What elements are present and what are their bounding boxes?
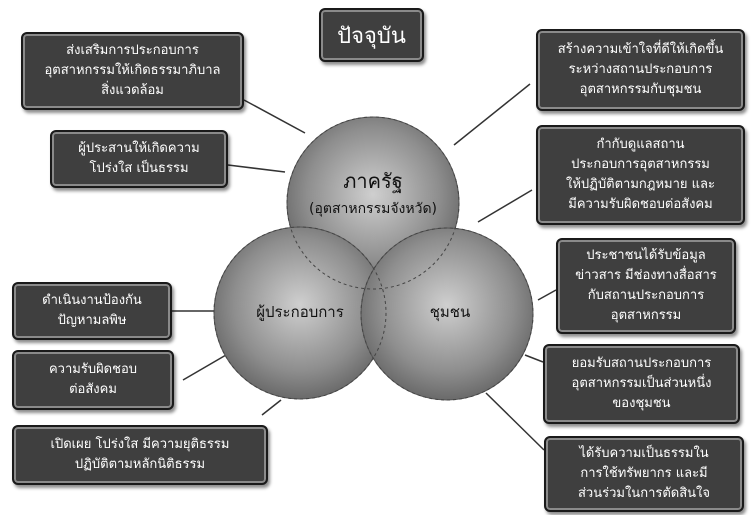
title-box: ปัจจุบัน: [319, 8, 424, 62]
box-line: อุตสาหกรรมเป็นส่วนหนึ่ง: [571, 376, 712, 391]
connector-line: [524, 354, 544, 363]
box-line: ประกอบการอุตสาหกรรม: [571, 157, 710, 172]
right-box-fairness: ได้รับความเป็นธรรมใน การใช้ทรัพยากร และม…: [544, 436, 744, 512]
box-line: กำกับดูแลสถาน: [596, 137, 685, 152]
box-line: ดำเนินงานป้องกัน: [42, 293, 142, 308]
right-box-information: ประชาชนได้รับข้อมูล ข่าวสาร มีช่องทางสื่…: [556, 238, 736, 334]
left-box-transparency: เปิดเผย โปร่งใส มีความยุติธรรม ปฏิบัติตา…: [12, 425, 268, 485]
community-title: ชุมชน: [429, 303, 471, 321]
connector-line: [261, 399, 282, 416]
operator-title: ผู้ประกอบการ: [256, 303, 344, 321]
government-label: ภาครัฐ (อุตสาหกรรมจังหวัด): [293, 168, 453, 220]
box-line: ให้ปฏิบัติตามกฎหมาย และ: [565, 177, 716, 192]
left-box-coordinator: ผู้ประสานให้เกิดความ โปร่งใส เป็นธรรม: [50, 130, 228, 188]
box-line: อุตสาหกรรมให้เกิดธรรมาภิบาล: [44, 63, 221, 78]
box-line: ส่วนร่วมในการตัดสินใจ: [577, 486, 711, 501]
right-box-acceptance: ยอมรับสถานประกอบการ อุตสาหกรรมเป็นส่วนหน…: [543, 344, 740, 424]
box-line: ผู้ประสานให้เกิดความ: [78, 141, 200, 156]
box-line: ได้รับความเป็นธรรมใน: [579, 446, 709, 461]
box-line: ข่าวสาร มีช่องทางสื่อสาร: [575, 268, 717, 283]
box-line: กับสถานประกอบการ: [587, 288, 705, 303]
operator-label: ผู้ประกอบการ: [235, 300, 365, 324]
box-line: ของชุมชน: [612, 396, 671, 411]
box-line: การใช้ทรัพยากร และมี: [580, 466, 708, 481]
left-box-promote: ส่งเสริมการประกอบการ อุตสาหกรรมให้เกิดธร…: [21, 32, 244, 110]
connector-lines: [172, 83, 557, 451]
box-line: ระหว่างสถานประกอบการ: [568, 62, 713, 77]
box-line: ยอมรับสถานประกอบการ: [571, 356, 712, 371]
box-line: เปิดเผย โปร่งใส มีความยุติธรรม: [50, 437, 230, 452]
government-title: ภาครัฐ: [343, 169, 403, 193]
left-box-responsibility: ความรับผิดชอบ ต่อสังคม: [12, 350, 174, 410]
box-line: ปัญหามลพิษ: [57, 313, 127, 328]
box-line: สิ่งแวดล้อม: [101, 83, 164, 98]
overlap-outlines: [213, 116, 534, 401]
right-box-supervise: กำกับดูแลสถาน ประกอบการอุตสาหกรรม ให้ปฏิ…: [536, 125, 745, 225]
box-line: ความรับผิดชอบ: [48, 362, 138, 377]
box-line: ปฏิบัติตามหลักนิติธรรม: [74, 457, 206, 472]
connector-line: [227, 164, 286, 173]
connector-line: [485, 392, 545, 451]
box-line: อุตสาหกรรมกับชุมชน: [579, 82, 702, 97]
connector-line: [537, 289, 557, 301]
government-subtitle: (อุตสาหกรรมจังหวัด): [308, 201, 438, 217]
left-box-pollution: ดำเนินงานป้องกัน ปัญหามลพิษ: [12, 282, 172, 340]
page-title: ปัจจุบัน: [337, 23, 406, 49]
connector-line: [243, 99, 306, 134]
box-line: มีความรับผิดชอบต่อสังคม: [568, 197, 713, 212]
box-line: สร้างความเข้าใจที่ดีให้เกิดขึ้น: [557, 42, 724, 57]
box-line: ต่อสังคม: [69, 382, 117, 397]
connector-line: [453, 83, 531, 146]
connector-line: [477, 189, 533, 223]
community-label: ชุมชน: [410, 300, 490, 324]
right-box-understanding: สร้างความเข้าใจที่ดีให้เกิดขึ้น ระหว่างส…: [536, 29, 745, 111]
box-line: โปร่งใส เป็นธรรม: [89, 161, 189, 176]
box-line: ส่งเสริมการประกอบการ: [66, 43, 199, 58]
box-line: ประชาชนได้รับข้อมูล: [586, 248, 706, 263]
box-line: อุตสาหกรรม: [610, 308, 682, 323]
connector-line: [182, 354, 227, 381]
